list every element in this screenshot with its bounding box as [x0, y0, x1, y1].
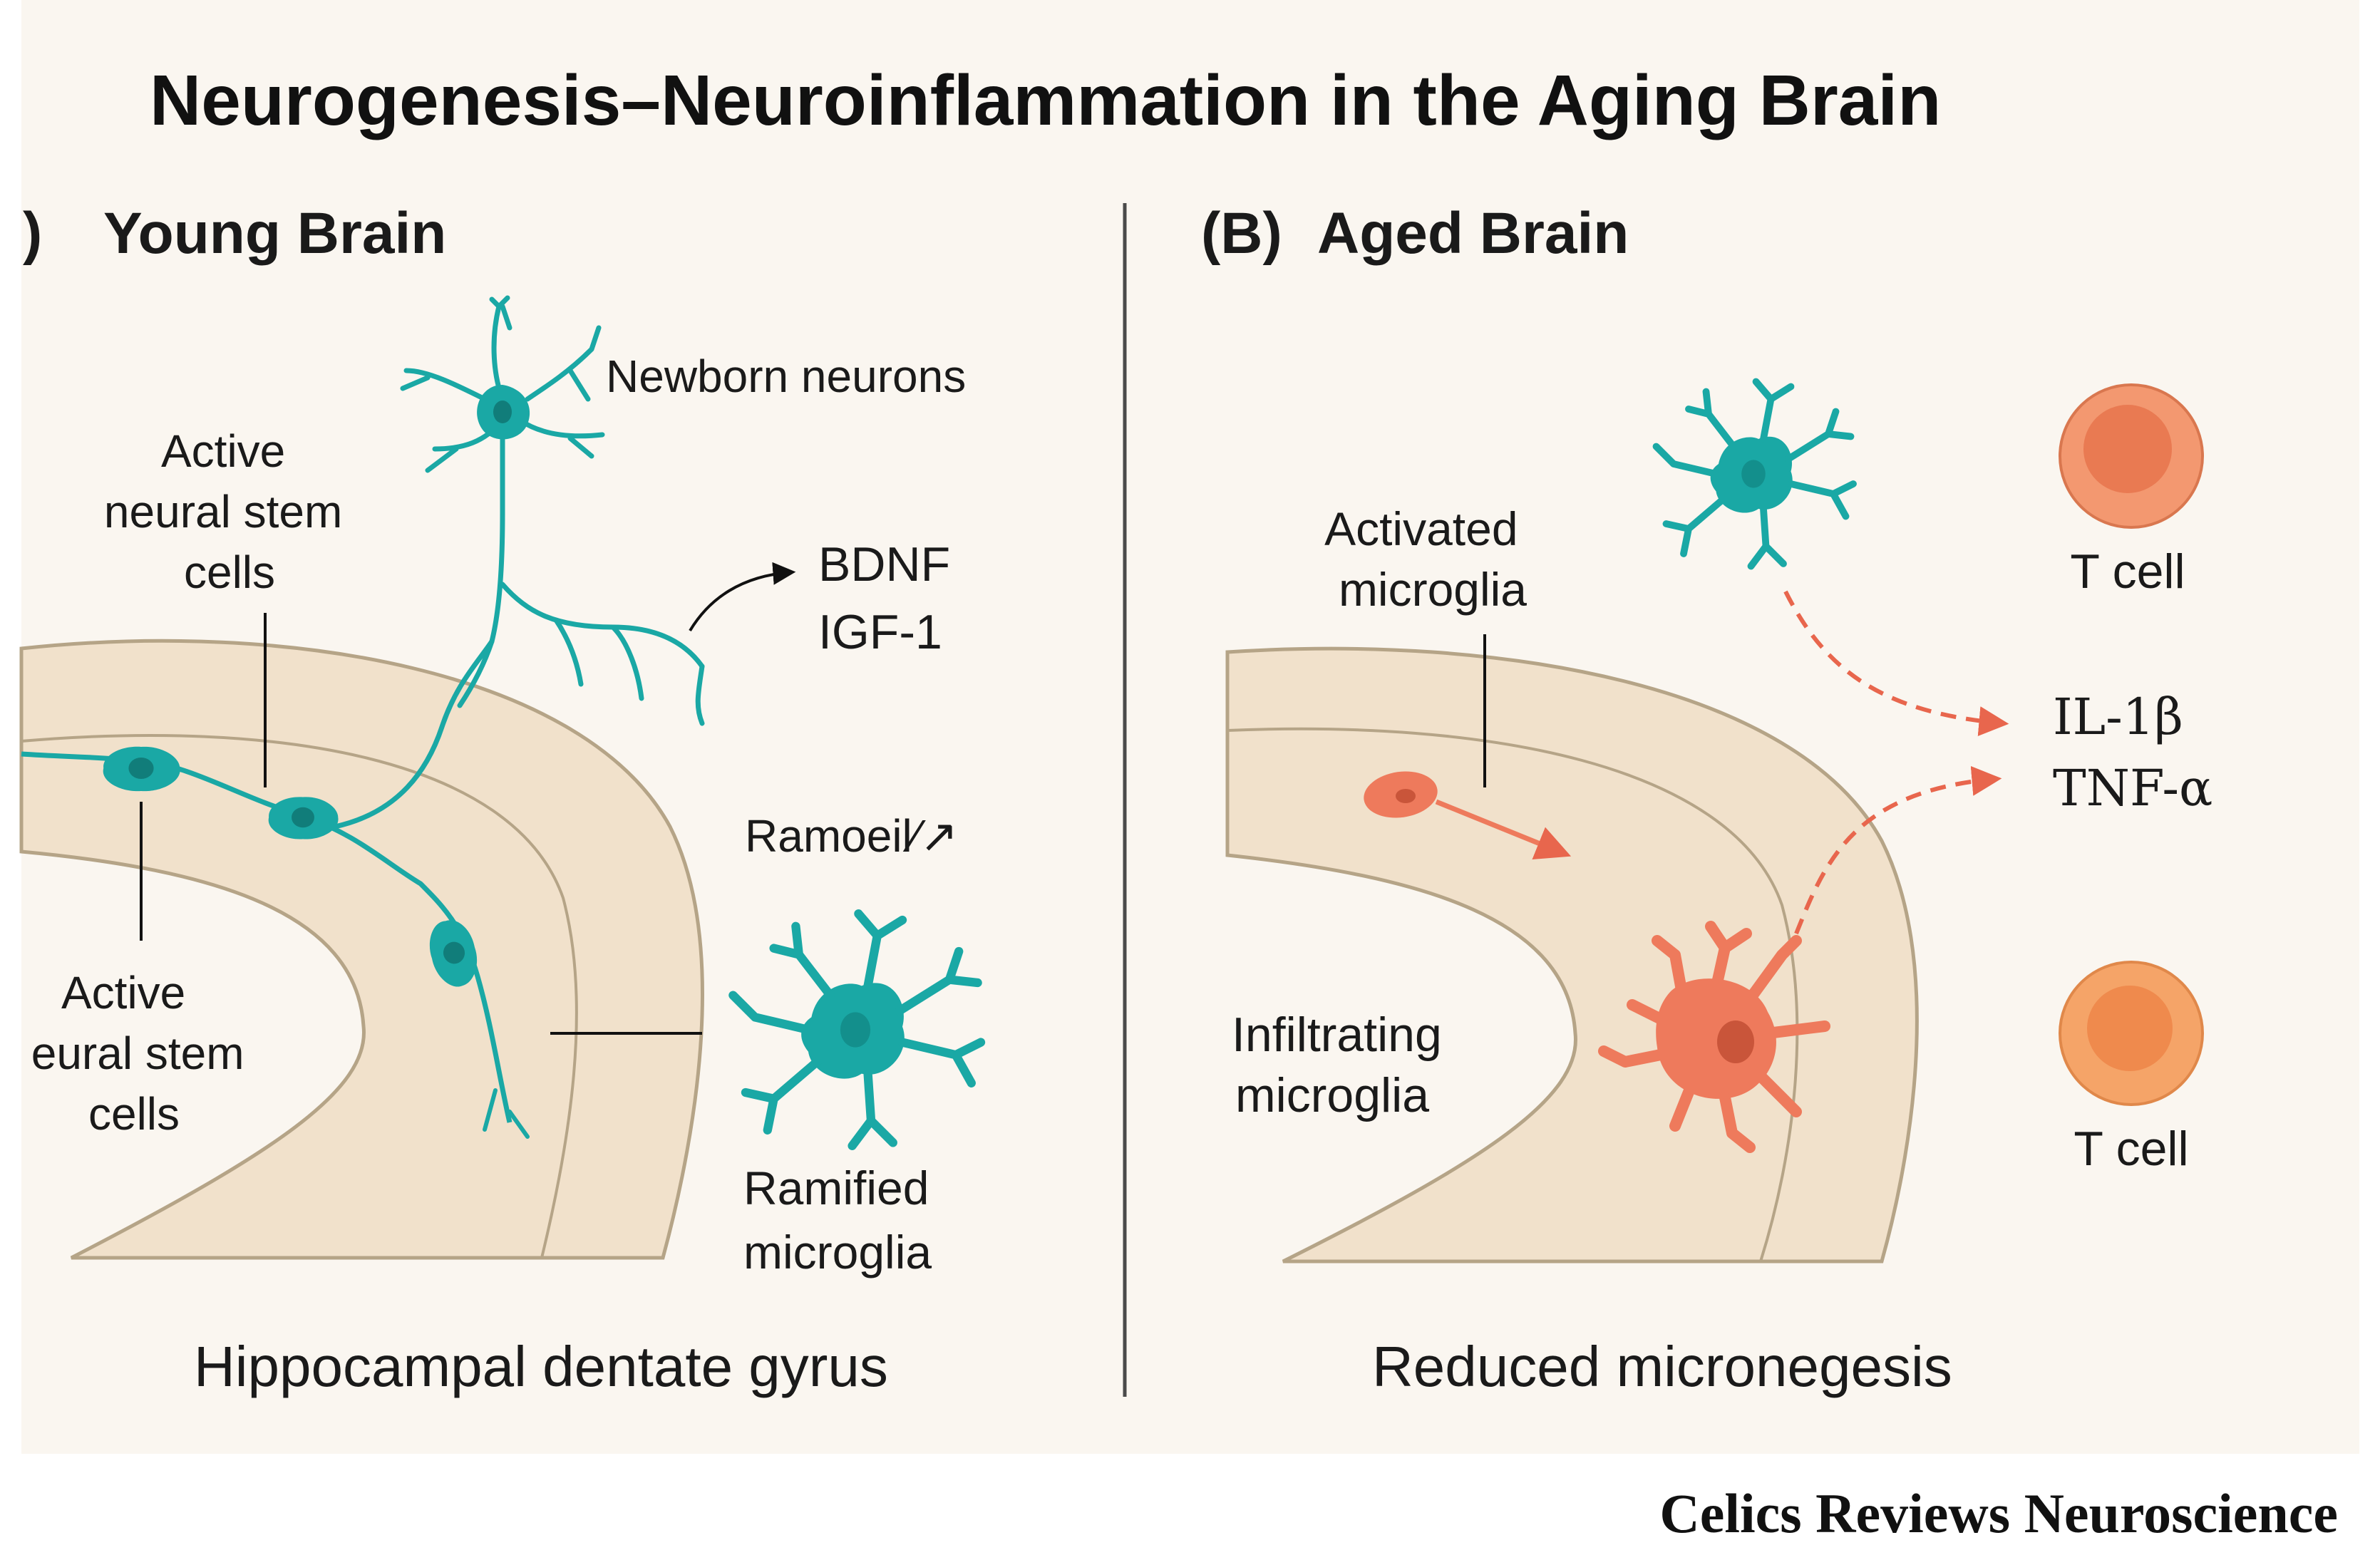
label-newborn-neurons: Newborn neurons [606, 351, 966, 402]
caption-panel-a: Hippocampal dentate gyrus [194, 1335, 888, 1398]
label-factors: BDNF IGF-1 [818, 537, 964, 659]
label-cytokines: IL-1β TNF-α [2053, 688, 2212, 817]
title-background [21, 0, 2359, 171]
label-t-cell-bottom: T cell [2074, 1122, 2188, 1176]
label-ramified-microglia: Ramified microglia [743, 1162, 942, 1278]
label-active-nsc-top: Active neural stem cells [104, 425, 355, 598]
dentate-gyrus-a [19, 639, 704, 1260]
label-infiltrating-microglia: Infiltrating microglia [1232, 1008, 1456, 1122]
label-ramified-microglia-line2: microglia [743, 1226, 932, 1278]
panel-a-letter: ) [23, 201, 42, 266]
t-cell-top [2059, 383, 2204, 529]
dashed-arrow-to-tnfa [1794, 765, 2002, 935]
panel-b-letter: (B) [1201, 201, 1282, 266]
label-active-nsc-bottom-line3: cells [88, 1088, 180, 1140]
label-infiltrating-microglia-line1: Infiltrating [1232, 1008, 1442, 1062]
label-active-nsc-top-line2: neural stem [104, 486, 342, 537]
panel-a-heading: Young Brain [103, 201, 446, 266]
infiltrating-microglia-cell [1598, 921, 1830, 1153]
label-il1b: IL-1β [2053, 688, 2183, 746]
label-active-nsc-bottom: Active eural stem cells [31, 967, 257, 1140]
label-t-cell-top: T cell [2070, 544, 2185, 599]
figure-title: Neurogenesis–Neuroinflammation in the Ag… [150, 61, 1941, 140]
label-activated-microglia-line1: Activated [1324, 502, 1518, 555]
white-margin-left [0, 0, 21, 1550]
panel-b-heading: Aged Brain [1317, 201, 1629, 266]
label-igf1: IGF-1 [818, 605, 942, 659]
arrow-factors [689, 562, 796, 632]
migrating-cell [1364, 771, 1572, 859]
label-activated-microglia: Activated microglia [1324, 502, 1531, 616]
t-cell-bottom [2059, 961, 2204, 1106]
label-bdnf: BDNF [818, 537, 950, 591]
neural-stem-cell-chain [21, 746, 530, 1139]
white-margin-right [2359, 0, 2380, 1550]
label-ramified-microglia-line1: Ramified [743, 1162, 929, 1214]
label-ramified-partial: Ramoeil⁄↗ [745, 810, 958, 862]
label-active-nsc-top-line1: Active [161, 425, 285, 477]
newborn-neuron-soma [477, 385, 530, 440]
label-active-nsc-bottom-line1: Active [61, 967, 185, 1018]
journal-credit: Celics Reviews Neuroscience [1659, 1482, 2338, 1544]
label-infiltrating-microglia-line2: microglia [1235, 1068, 1429, 1122]
label-active-nsc-bottom-line2: eural stem [31, 1028, 244, 1079]
label-activated-microglia-line2: microglia [1339, 563, 1527, 616]
label-active-nsc-top-line3: cells [184, 547, 275, 598]
label-tnfa: TNF-α [2053, 759, 2212, 817]
dashed-arrow-to-il1b [1783, 590, 2009, 736]
caption-panel-b: Reduced micronegesis [1372, 1335, 1952, 1398]
